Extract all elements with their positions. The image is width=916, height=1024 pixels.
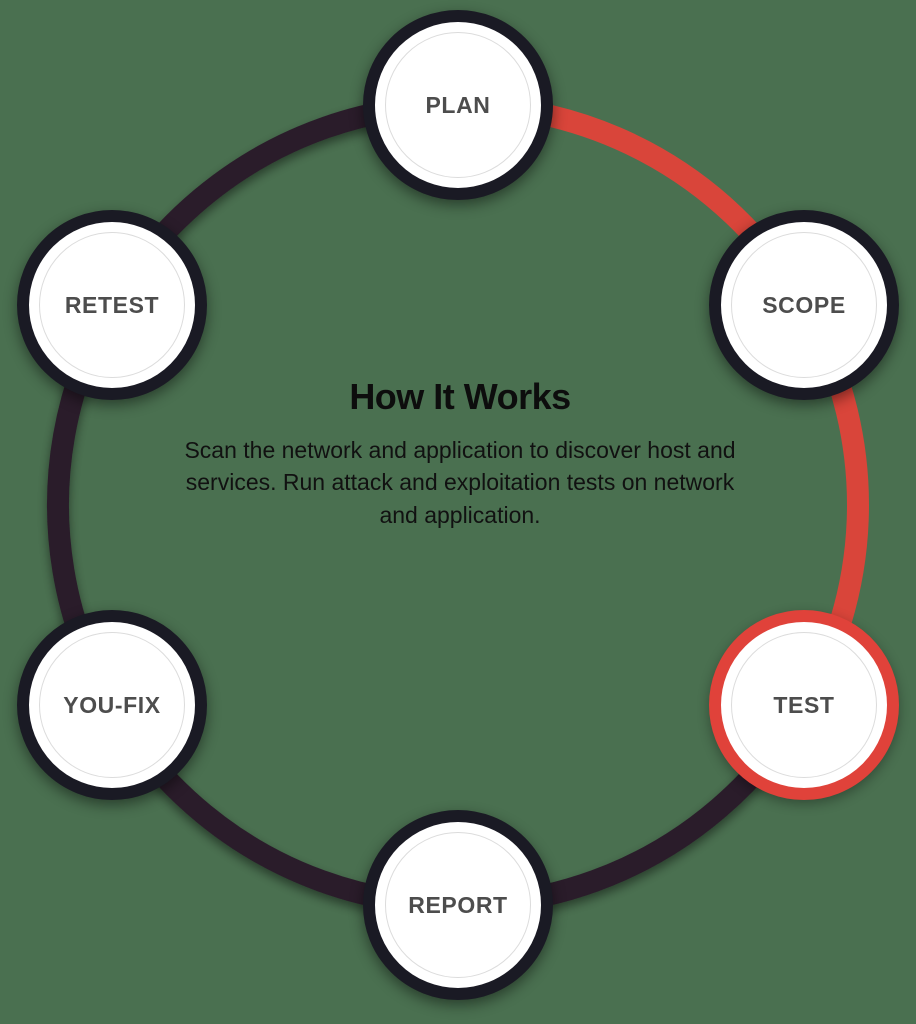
cycle-node-label: TEST [773, 691, 835, 718]
cycle-node-label: PLAN [425, 91, 491, 118]
cycle-node-label: RETEST [64, 291, 160, 318]
cycle-node-retest[interactable]: RETEST [17, 210, 207, 400]
cycle-node-you-fix[interactable]: YOU-FIX [17, 610, 207, 800]
connector-arc-inactive [46, 94, 814, 916]
cycle-node-label: REPORT [408, 891, 508, 918]
cycle-node-plan[interactable]: PLAN [363, 10, 553, 200]
cycle-node-report[interactable]: REPORT [363, 810, 553, 1000]
cycle-node-label: SCOPE [762, 291, 846, 318]
cycle-node-scope[interactable]: SCOPE [709, 210, 899, 400]
cycle-node-label: YOU-FIX [63, 691, 161, 718]
cycle-node-test[interactable]: TEST [709, 610, 899, 800]
